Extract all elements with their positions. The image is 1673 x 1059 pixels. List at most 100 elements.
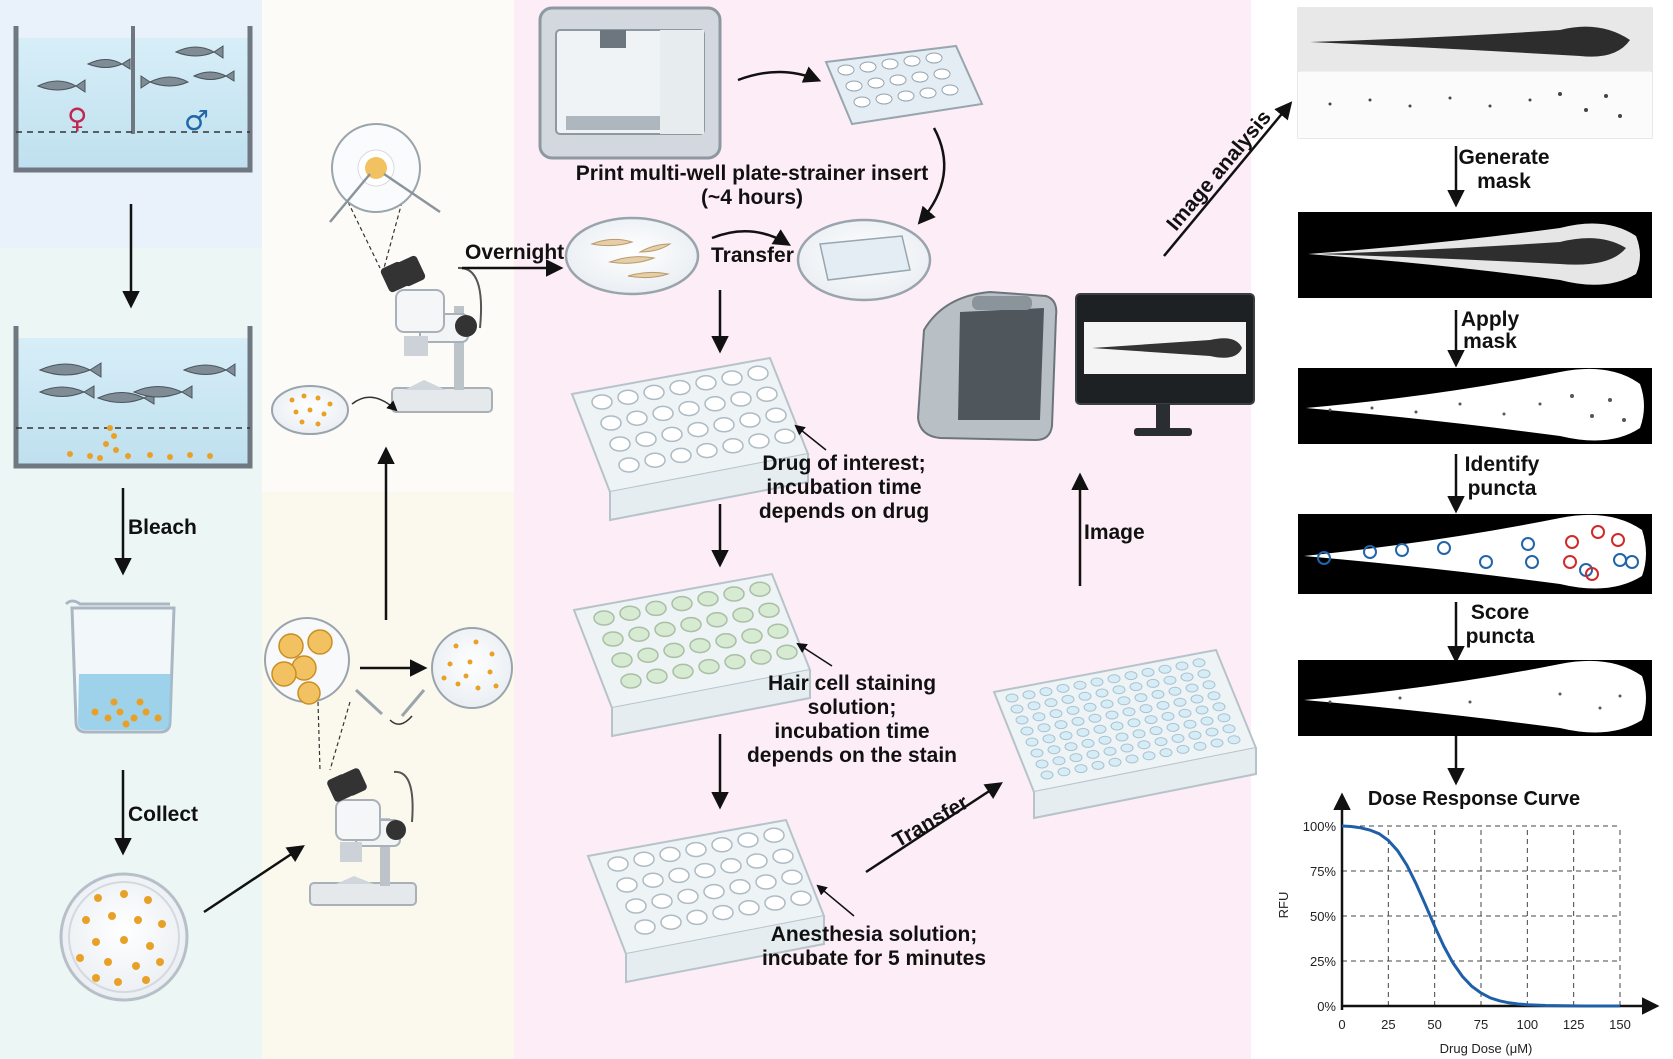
well bbox=[764, 895, 786, 911]
well bbox=[695, 375, 717, 391]
score-puncta-line2: puncta bbox=[1466, 625, 1535, 648]
well bbox=[661, 426, 683, 443]
well bbox=[1183, 719, 1197, 729]
well bbox=[671, 595, 693, 612]
well bbox=[607, 856, 629, 872]
y-tick-label: 50% bbox=[1310, 909, 1336, 924]
well bbox=[626, 410, 648, 426]
well bbox=[758, 602, 780, 618]
well bbox=[1120, 743, 1134, 753]
well bbox=[689, 637, 711, 654]
well bbox=[1108, 757, 1122, 767]
well bbox=[670, 447, 692, 464]
beaker-icon bbox=[64, 599, 176, 734]
well bbox=[1210, 738, 1224, 748]
well bbox=[617, 389, 639, 405]
well bbox=[680, 616, 702, 633]
well bbox=[669, 379, 691, 396]
well bbox=[1180, 672, 1194, 682]
zoom-eggs bbox=[264, 617, 351, 771]
well bbox=[620, 673, 642, 689]
print-label-line1: Print multi-well plate-strainer insert bbox=[576, 162, 928, 185]
well bbox=[1035, 759, 1049, 769]
well bbox=[1010, 704, 1024, 714]
drug-label-line1: Drug of interest; bbox=[762, 452, 925, 475]
arrow-image-analysis bbox=[1163, 101, 1293, 257]
well bbox=[1185, 683, 1199, 693]
well bbox=[1227, 735, 1241, 745]
well bbox=[746, 853, 768, 869]
dose-response-line bbox=[1341, 824, 1620, 1008]
well bbox=[697, 591, 719, 607]
well bbox=[1090, 677, 1104, 687]
well bbox=[1076, 727, 1090, 737]
insert-dish bbox=[796, 218, 932, 302]
well bbox=[1132, 729, 1146, 739]
well bbox=[715, 633, 737, 649]
stain-plate-icon bbox=[572, 572, 812, 738]
egg-dish bbox=[59, 872, 189, 1002]
imager-icon bbox=[916, 290, 1058, 442]
well bbox=[1137, 740, 1151, 750]
well bbox=[1200, 716, 1214, 726]
well bbox=[1044, 698, 1058, 708]
well bbox=[616, 877, 638, 893]
well bbox=[619, 605, 641, 621]
stain-label-line3: incubation time bbox=[774, 720, 929, 743]
embryo-dish bbox=[271, 385, 398, 435]
well bbox=[1151, 689, 1165, 699]
well bbox=[706, 612, 728, 628]
well bbox=[721, 370, 743, 386]
x-tick-label: 25 bbox=[1381, 1017, 1395, 1032]
arrow-insert-to-dish bbox=[917, 127, 946, 225]
well bbox=[1125, 754, 1139, 764]
well bbox=[1069, 753, 1083, 763]
chart-title: Dose Response Curve bbox=[1368, 788, 1580, 810]
well bbox=[755, 874, 777, 890]
well bbox=[644, 452, 666, 468]
well bbox=[1100, 699, 1114, 709]
well bbox=[1049, 709, 1063, 719]
well bbox=[646, 668, 668, 684]
well bbox=[1222, 724, 1236, 734]
spawning-tank bbox=[13, 326, 253, 469]
well bbox=[1154, 737, 1168, 747]
well bbox=[1146, 678, 1160, 688]
well bbox=[1156, 700, 1170, 710]
well bbox=[609, 436, 631, 452]
well bbox=[1190, 694, 1204, 704]
well bbox=[1166, 722, 1180, 732]
well bbox=[635, 431, 657, 447]
well bbox=[687, 421, 709, 438]
well bbox=[712, 904, 734, 921]
well bbox=[1129, 682, 1143, 692]
anes-label-line1: Anesthesia solution; bbox=[771, 923, 978, 946]
well bbox=[1139, 704, 1153, 714]
well bbox=[677, 888, 699, 905]
fish-icon bbox=[36, 45, 235, 93]
larvae-dish bbox=[564, 216, 700, 296]
raw-image-panel bbox=[1297, 7, 1653, 139]
well bbox=[1098, 735, 1112, 745]
well bbox=[1022, 690, 1036, 700]
monitor-icon bbox=[1075, 293, 1255, 436]
well bbox=[1054, 720, 1068, 730]
well bbox=[732, 607, 754, 623]
arrow-transfer-dish bbox=[711, 229, 791, 246]
well bbox=[1105, 710, 1119, 720]
arrow-to-microscope bbox=[203, 845, 305, 914]
well bbox=[737, 832, 759, 848]
well bbox=[696, 442, 718, 459]
well bbox=[1091, 760, 1105, 770]
well bbox=[1078, 691, 1092, 701]
x-tick-label: 125 bbox=[1563, 1017, 1585, 1032]
well bbox=[1149, 726, 1163, 736]
print-label-line2: (~4 hours) bbox=[701, 186, 803, 209]
puncta-panel bbox=[1298, 514, 1652, 594]
strainer-insert-icon bbox=[824, 44, 984, 126]
bleach-label: Bleach bbox=[128, 516, 197, 539]
well bbox=[1061, 694, 1075, 704]
well bbox=[1107, 674, 1121, 684]
generate-mask-line2: mask bbox=[1477, 170, 1531, 193]
anes-label-line2: incubate for 5 minutes bbox=[762, 947, 986, 970]
